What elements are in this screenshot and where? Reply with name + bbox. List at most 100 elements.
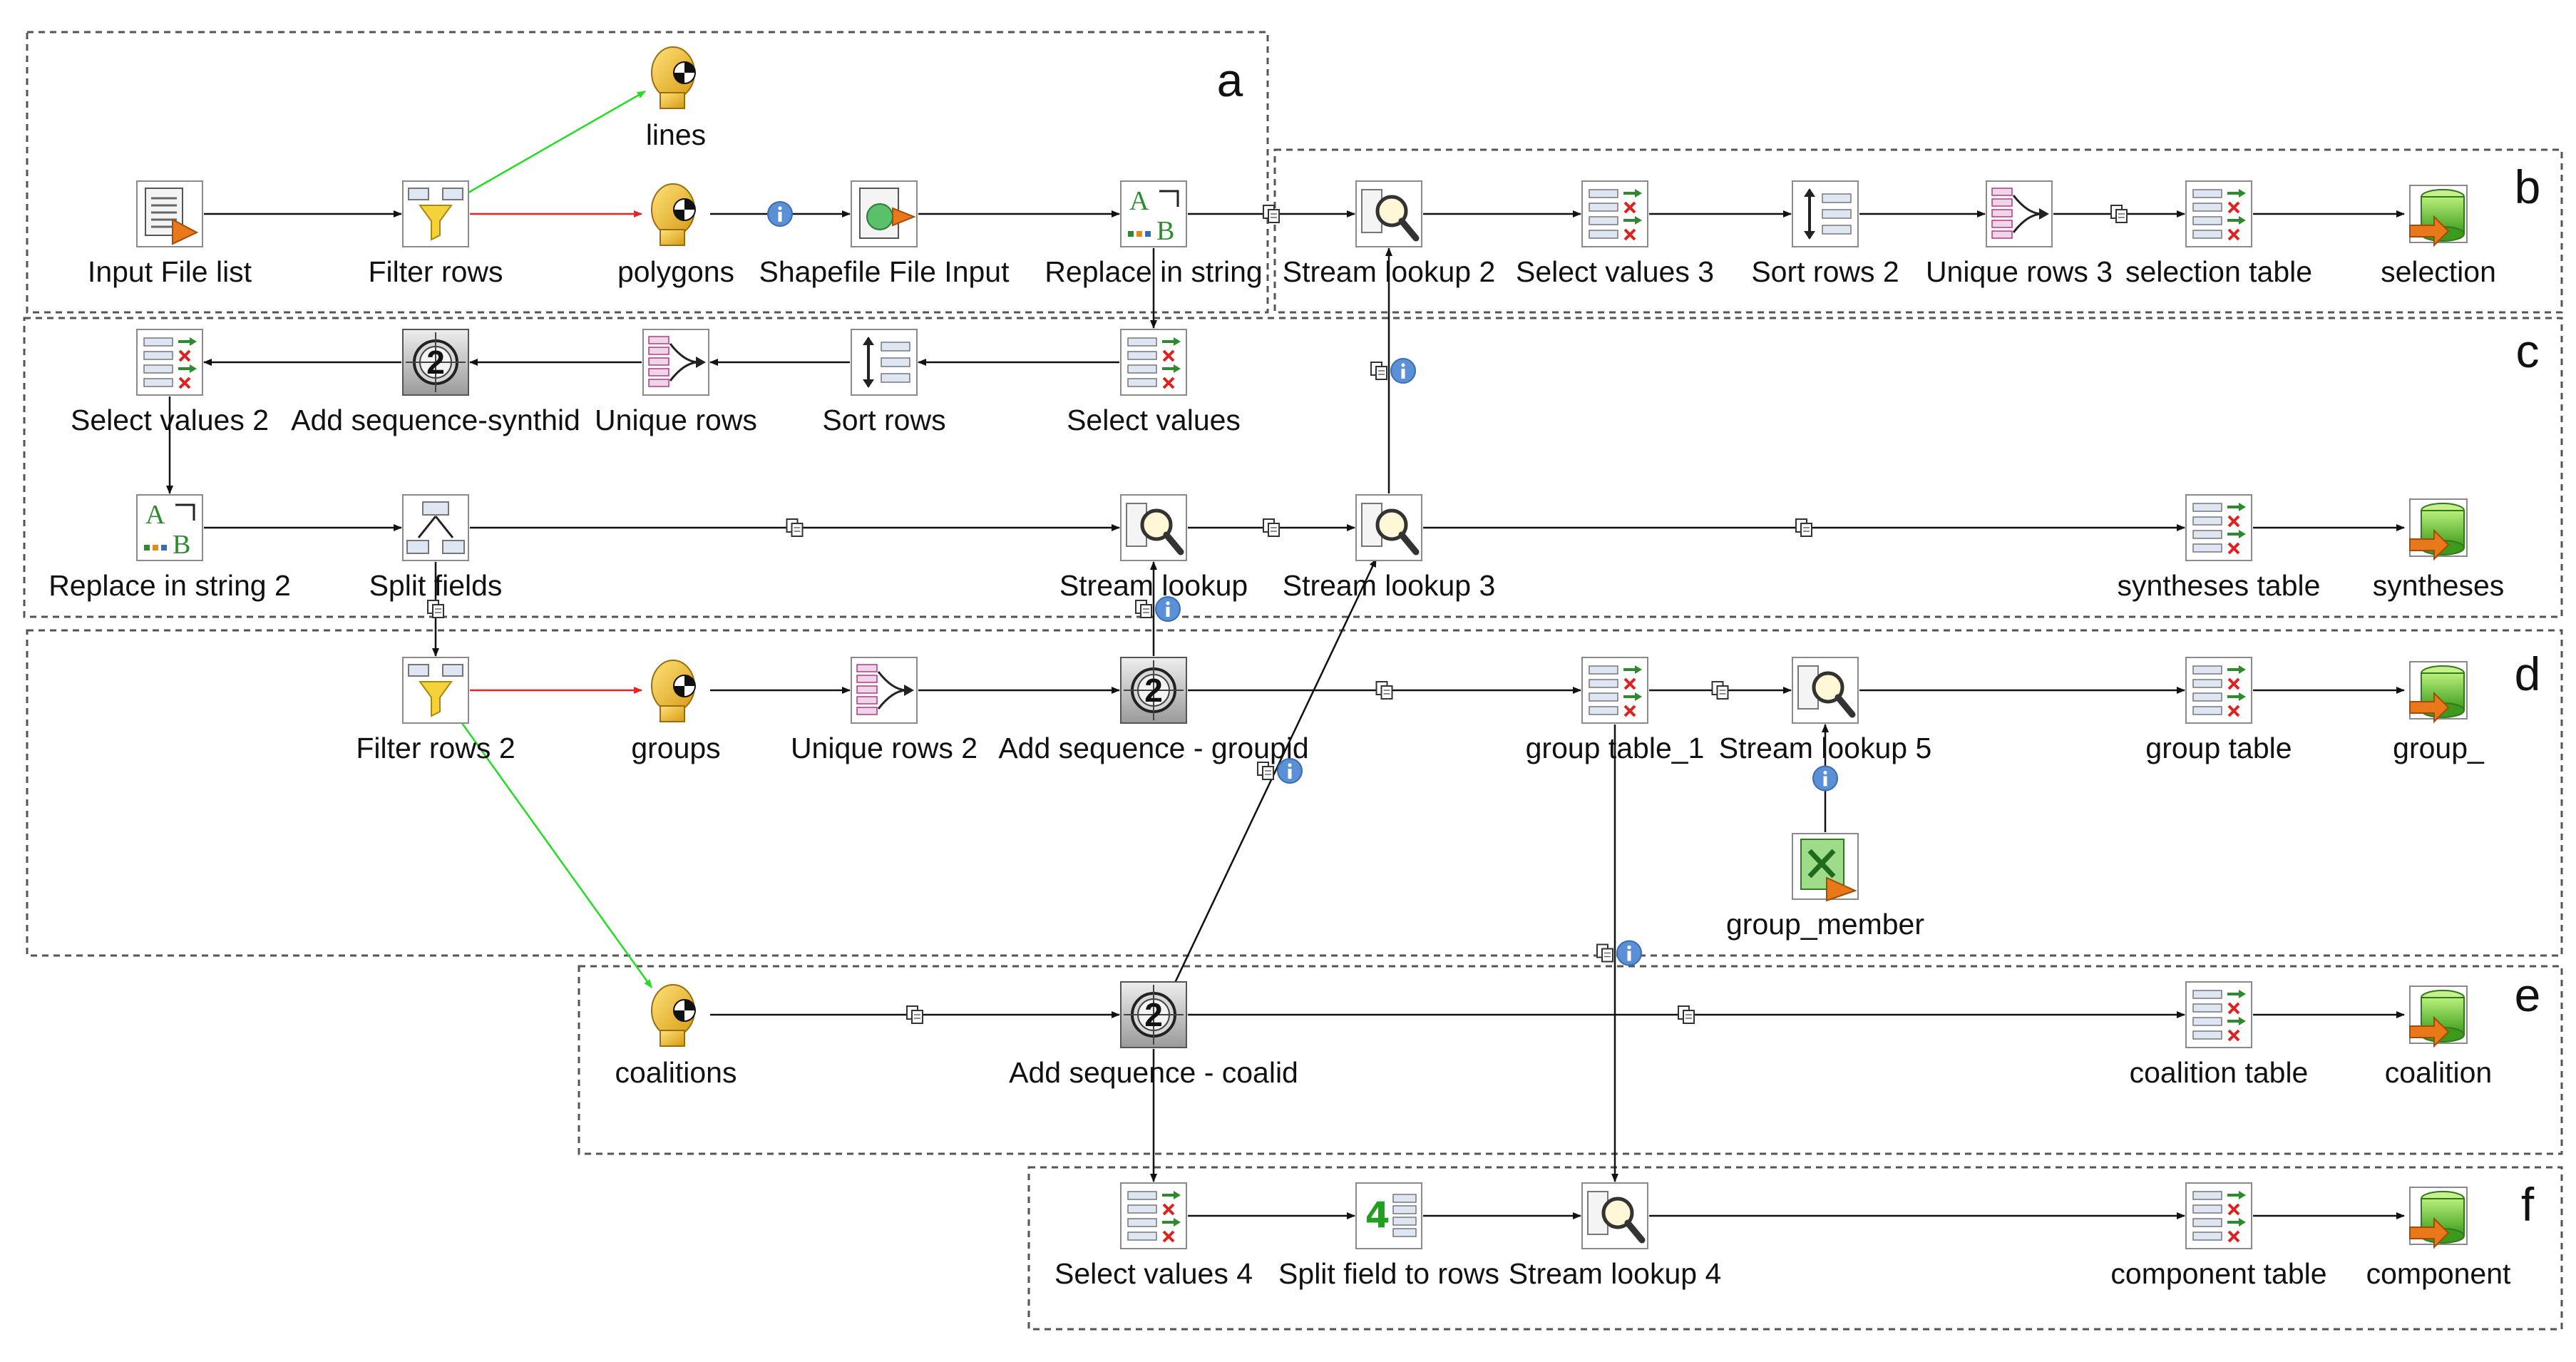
step-label: syntheses [2373, 569, 2505, 602]
step-select-values-4[interactable]: Select values 4 [1054, 1182, 1253, 1290]
dummy-head-icon [651, 46, 696, 109]
shapefile-icon [851, 180, 918, 247]
step-label: coalition table [2130, 1056, 2309, 1089]
replace-string-icon: AB [1120, 180, 1187, 247]
step-label: Shapefile File Input [759, 255, 1010, 288]
step-label: Stream lookup 5 [1719, 732, 1932, 764]
copy-rows-icon [427, 600, 444, 618]
magnifier-lookup-icon [1355, 180, 1422, 247]
step-unique-rows-3[interactable]: Unique rows 3 [1926, 180, 2113, 288]
copy-rows-icon [1678, 1005, 1695, 1024]
step-select-values[interactable]: Select values [1067, 329, 1241, 436]
step-syntheses[interactable]: syntheses [2373, 498, 2505, 602]
step-label: Sort rows 2 [1751, 255, 1899, 288]
hop-filter_rows-to-lines[interactable] [458, 90, 646, 200]
step-selection-table[interactable]: selection table [2125, 180, 2312, 288]
sequence-icon: 2 [402, 329, 469, 396]
group-letter-c: c [2516, 324, 2540, 377]
step-groups[interactable]: groups [631, 660, 721, 764]
step-filter-rows-2[interactable]: Filter rows 2 [356, 657, 515, 764]
step-label: Filter rows [368, 255, 503, 288]
select-values-icon [2185, 494, 2252, 561]
split-field-rows-icon: 4 [1355, 1182, 1422, 1249]
step-label: lines [646, 118, 706, 151]
step-lines[interactable]: lines [646, 46, 706, 151]
step-group-table-1[interactable]: group table_1 [1526, 657, 1705, 764]
unique-rows-icon [1986, 180, 2053, 247]
step-label: Stream lookup [1059, 569, 1248, 602]
step-polygons[interactable]: polygons [617, 183, 734, 288]
step-syntheses-table[interactable]: syntheses table [2118, 494, 2321, 602]
step-label: Select values 3 [1516, 255, 1714, 288]
step-replace-in-string[interactable]: AB Replace in string [1045, 180, 1263, 288]
step-sort-rows-2[interactable]: Sort rows 2 [1751, 180, 1899, 288]
step-label: Unique rows 2 [791, 732, 977, 764]
step-stream-lookup-4[interactable]: Stream lookup 4 [1509, 1182, 1722, 1290]
magnifier-lookup-icon [1355, 494, 1422, 561]
copy-rows-icon [1375, 681, 1393, 700]
step-label: coalitions [615, 1056, 737, 1089]
hop-add_seq_coalid-to-stream_lookup_3[interactable] [1174, 558, 1377, 983]
excel-input-icon [1792, 833, 1859, 902]
group-letter-d: d [2515, 647, 2541, 700]
sort-rows-icon [1792, 180, 1859, 247]
file-list-icon [136, 180, 203, 247]
table-output-icon [2409, 185, 2468, 247]
copy-rows-icon [1596, 943, 1613, 963]
step-filter-rows[interactable]: Filter rows [368, 180, 503, 288]
step-coalition[interactable]: coalition [2385, 985, 2492, 1089]
select-values-icon [2185, 1182, 2252, 1249]
info-icon [1390, 358, 1416, 384]
step-select-values-2[interactable]: Select values 2 [71, 329, 269, 436]
step-component[interactable]: component [2366, 1187, 2511, 1290]
step-stream-lookup[interactable]: Stream lookup [1059, 494, 1248, 602]
step-stream-lookup-3[interactable]: Stream lookup 3 [1283, 494, 1496, 602]
info-icon [1616, 940, 1642, 966]
step-split-fields[interactable]: Split fields [369, 494, 503, 602]
step-group-[interactable]: group_ [2393, 661, 2485, 764]
select-values-icon [2185, 180, 2252, 247]
info-icon [1155, 596, 1181, 622]
dummy-head-icon [651, 660, 696, 722]
step-group-table[interactable]: group table [2145, 657, 2292, 764]
step-label: Select values 4 [1054, 1257, 1253, 1290]
step-coalition-table[interactable]: coalition table [2130, 981, 2309, 1089]
step-group-member[interactable]: group_member [1726, 833, 1924, 941]
step-coalitions[interactable]: coalitions [615, 984, 737, 1089]
step-input-file-list[interactable]: Input File list [88, 180, 252, 288]
split-fields-icon [402, 494, 469, 561]
step-unique-rows[interactable]: Unique rows [595, 329, 757, 436]
step-label: Sort rows [822, 404, 945, 436]
svg-text:B: B [1156, 216, 1174, 246]
step-selection[interactable]: selection [2381, 185, 2496, 288]
step-component-table[interactable]: component table [2110, 1182, 2327, 1290]
step-unique-rows-2[interactable]: Unique rows 2 [791, 657, 977, 764]
magnifier-lookup-icon [1581, 1182, 1648, 1249]
table-output-icon [2409, 985, 2468, 1048]
select-values-icon [2185, 981, 2252, 1048]
select-values-icon [1120, 1182, 1187, 1249]
copy-rows-icon [2110, 205, 2128, 223]
table-output-icon [2409, 661, 2468, 724]
step-shapefile-input[interactable]: Shapefile File Input [759, 180, 1010, 288]
step-stream-lookup-2[interactable]: Stream lookup 2 [1283, 180, 1496, 288]
step-label: Replace in string [1045, 255, 1262, 288]
hop-filter_rows_2-to-coalitions[interactable] [458, 720, 653, 988]
step-sort-rows[interactable]: Sort rows [822, 329, 946, 436]
step-label: groups [631, 732, 720, 764]
step-label: Add sequence - groupid [998, 732, 1308, 764]
step-stream-lookup-5[interactable]: Stream lookup 5 [1719, 657, 1932, 764]
step-label: group_ [2393, 732, 2485, 764]
step-select-values-3[interactable]: Select values 3 [1516, 180, 1714, 288]
step-label: Split fields [369, 569, 503, 602]
sort-rows-icon [851, 329, 918, 396]
svg-text:4: 4 [1365, 1194, 1390, 1236]
select-values-icon [1581, 657, 1648, 724]
step-label: Select values 2 [71, 404, 269, 436]
